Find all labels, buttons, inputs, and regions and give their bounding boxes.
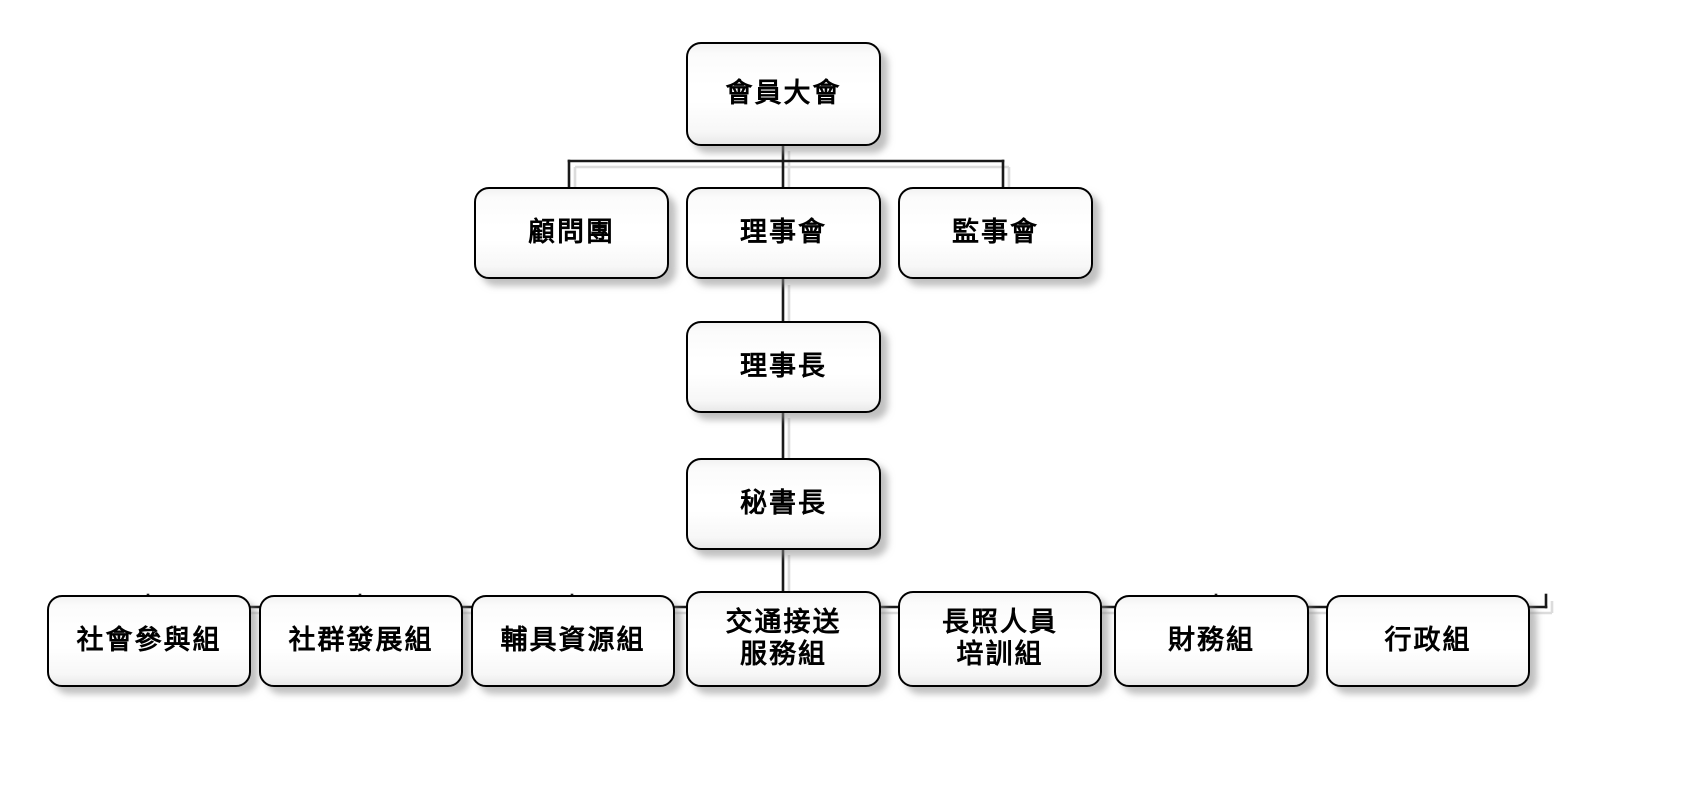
node-dept-administration[interactable]: 行政組 — [1326, 595, 1530, 687]
node-secretary-general[interactable]: 秘書長 — [686, 458, 881, 550]
node-label: 行政組 — [1384, 625, 1472, 657]
node-dept-care-training[interactable]: 長照人員 培訓組 — [898, 591, 1102, 687]
node-label: 社會參與組 — [76, 625, 222, 657]
node-label: 長照人員 培訓組 — [942, 607, 1058, 670]
node-board-of-directors[interactable]: 理事會 — [686, 187, 881, 279]
node-label: 財務組 — [1168, 625, 1255, 657]
node-label: 秘書長 — [740, 488, 827, 520]
node-advisory-board[interactable]: 顧問團 — [474, 187, 669, 279]
node-label: 交通接送 服務組 — [725, 607, 842, 670]
node-general-assembly[interactable]: 會員大會 — [686, 42, 881, 146]
node-board-of-supervisors[interactable]: 監事會 — [898, 187, 1093, 279]
node-label: 理事長 — [740, 351, 827, 383]
node-dept-assistive-resources[interactable]: 輔具資源組 — [471, 595, 675, 687]
node-dept-transport-service[interactable]: 交通接送 服務組 — [686, 591, 881, 687]
node-label: 監事會 — [952, 217, 1039, 249]
node-label: 輔具資源組 — [500, 625, 646, 657]
node-label: 顧問團 — [528, 217, 615, 249]
node-label: 社群發展組 — [288, 625, 434, 657]
node-label: 理事會 — [740, 217, 827, 249]
node-dept-social-participation[interactable]: 社會參與組 — [47, 595, 251, 687]
node-label: 會員大會 — [725, 78, 842, 110]
node-chairman[interactable]: 理事長 — [686, 321, 881, 413]
node-dept-finance[interactable]: 財務組 — [1114, 595, 1309, 687]
node-dept-community-development[interactable]: 社群發展組 — [259, 595, 463, 687]
